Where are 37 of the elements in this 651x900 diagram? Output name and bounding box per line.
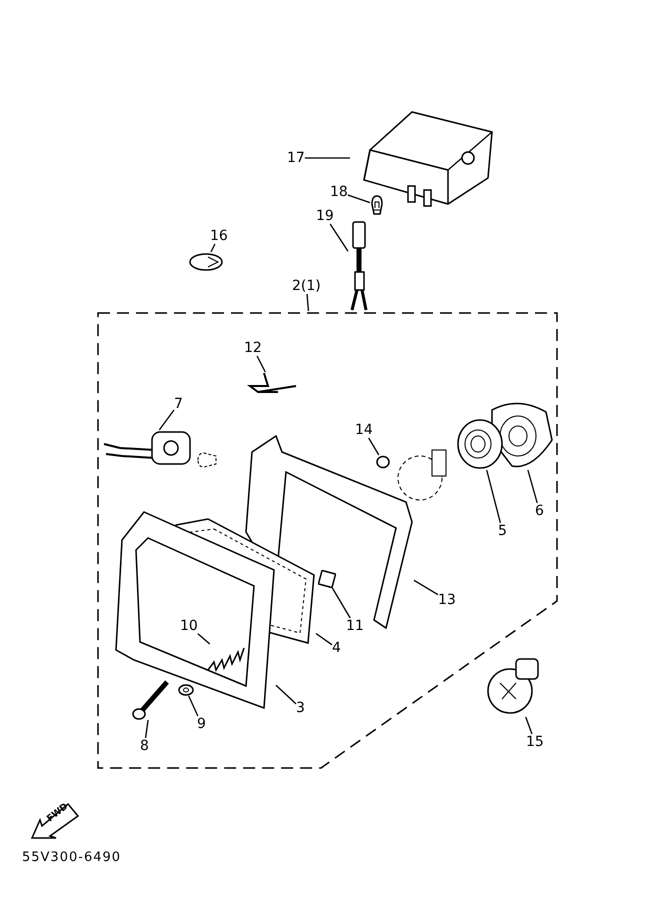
callout-number: 7 <box>174 396 183 412</box>
leader-line <box>525 716 533 734</box>
callout-number: 18 <box>330 184 348 200</box>
leader-line <box>210 244 216 252</box>
callout-number: 6 <box>535 503 544 519</box>
callout-number: 9 <box>197 716 206 732</box>
leader-line <box>188 696 198 716</box>
leader-line <box>144 720 149 738</box>
leader-line <box>414 580 438 596</box>
callout-number: 11 <box>346 618 364 634</box>
callout-number: 3 <box>296 700 305 716</box>
leader-line <box>276 684 296 704</box>
callout-number: 17 <box>287 150 305 166</box>
callout-number: 16 <box>210 228 228 244</box>
callout-number: 2(1) <box>292 278 321 294</box>
leader-line <box>306 294 310 312</box>
leader-line <box>348 194 370 204</box>
leader-line <box>527 470 538 504</box>
leader-line <box>158 410 175 430</box>
leader-line <box>197 633 210 644</box>
leader-line <box>368 438 380 456</box>
callout-number: 8 <box>140 738 149 754</box>
callout-number: 15 <box>526 734 544 750</box>
callout-number: 13 <box>438 592 456 608</box>
leader-line <box>330 224 349 252</box>
leader-line <box>486 470 502 524</box>
callout-number: 14 <box>355 422 373 438</box>
callout-number: 12 <box>244 340 262 356</box>
leader-line <box>304 157 350 159</box>
part-number-code: 55V300-6490 <box>22 850 122 865</box>
callout-number: 19 <box>316 208 334 224</box>
leader-line <box>316 632 332 646</box>
callout-number: 5 <box>498 523 507 539</box>
leader-line <box>256 356 266 372</box>
callout-number: 10 <box>180 618 198 634</box>
leader-line <box>332 588 351 618</box>
callout-number: 4 <box>332 640 341 656</box>
